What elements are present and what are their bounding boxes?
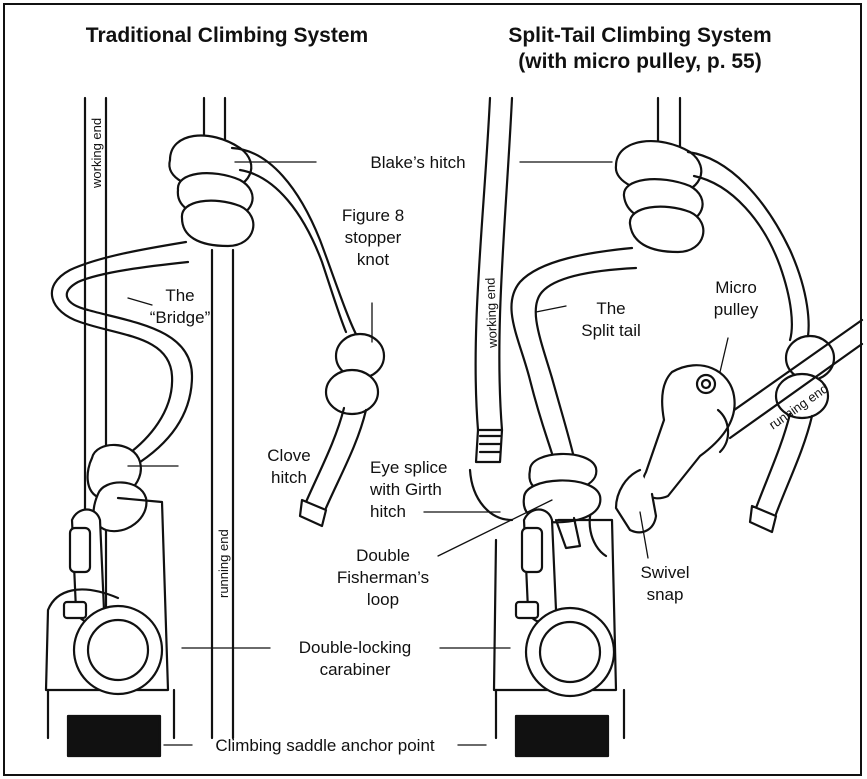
label-carabiner-line2: carabiner [274,659,436,680]
label-micro-pulley-line1: Micro [700,277,772,298]
label-clove-hitch-line1: Clove [254,445,324,466]
right-saddle-anchor [496,608,624,756]
label-swivel-snap-line2: snap [630,584,700,605]
label-blakes-hitch: Blake’s hitch [318,152,518,173]
label-eye-splice-line1: Eye splice [370,457,480,478]
right-working-end-rope [476,98,512,430]
label-figure8-line2: stopper [330,227,416,248]
label-split-tail-line1: The [566,298,656,319]
right-title-line1: Split-Tail Climbing System [480,23,800,48]
label-double-fisherman-line2: Fisherman’s [330,567,436,588]
label-clove-hitch-line2: hitch [254,467,324,488]
label-double-fisherman-line1: Double [330,545,436,566]
rope-label-working-end-left: working end [89,118,104,188]
right-title-line2: (with micro pulley, p. 55) [480,49,800,74]
left-saddle-anchor [48,606,174,756]
label-eye-splice-line2: with Girth [370,479,480,500]
label-bridge-line2: “Bridge” [140,307,220,328]
label-double-fisherman-line3: loop [330,589,436,610]
label-split-tail-line2: Split tail [566,320,656,341]
left-bridge-rope [52,242,192,466]
label-swivel-snap-line1: Swivel [630,562,700,583]
label-micro-pulley-line2: pulley [700,299,772,320]
label-figure8-line1: Figure 8 [330,205,416,226]
label-figure8-line3: knot [330,249,416,270]
label-eye-splice-line3: hitch [370,501,480,522]
right-micro-pulley [643,365,735,498]
label-saddle-anchor: Climbing saddle anchor point [196,735,454,756]
label-carabiner-line1: Double-locking [274,637,436,658]
rope-label-working-end-right: working end [483,277,500,348]
label-bridge-line1: The [140,285,220,306]
left-title: Traditional Climbing System [64,23,390,48]
right-split-tail [511,248,636,460]
right-figure8-knot [750,336,834,532]
rope-label-running-end-left: running end [216,529,231,598]
